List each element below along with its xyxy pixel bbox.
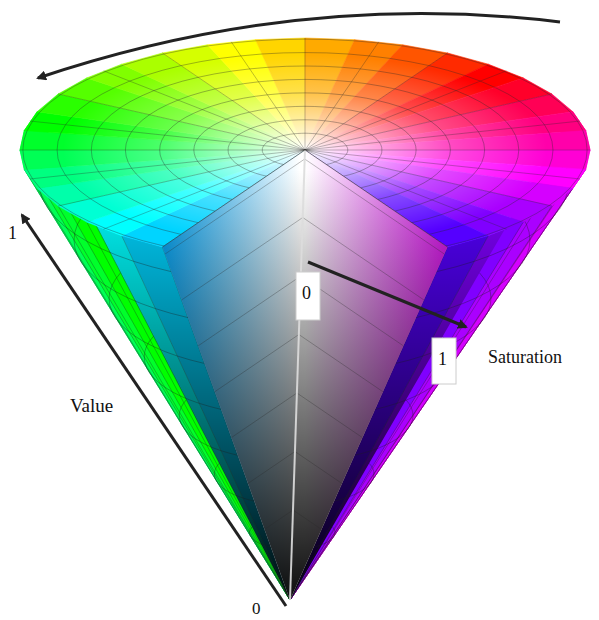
- grid-line: [165, 159, 305, 254]
- axis-title: Saturation: [488, 348, 562, 366]
- grid-line: [305, 38, 306, 150]
- grid-line: [305, 71, 507, 150]
- grid-line: [248, 452, 295, 484]
- value-arrow: [22, 215, 286, 606]
- grid-line: [231, 42, 305, 150]
- label-patch: [432, 338, 456, 384]
- cut-edge: [163, 150, 448, 247]
- grid-line: [305, 159, 445, 254]
- grid-line: [215, 335, 299, 392]
- saturation-min: 0: [302, 284, 311, 302]
- grid-line: [103, 71, 305, 150]
- grid-line: [293, 510, 322, 529]
- grid-line: [20, 150, 305, 151]
- cut-shade: [290, 150, 448, 600]
- grid-line: [30, 150, 305, 179]
- grid-line: [305, 53, 448, 150]
- cut-face: [290, 150, 448, 600]
- cut-face: [163, 150, 306, 600]
- grid-line: [305, 150, 590, 151]
- grid-line: [305, 94, 552, 150]
- grid-line: [305, 42, 379, 150]
- grid-line: [295, 452, 342, 484]
- grid-line: [163, 53, 306, 150]
- grid-line: [231, 393, 297, 438]
- cut-shade: [163, 150, 306, 600]
- grid-line: [299, 335, 383, 392]
- saturation-arrow: [308, 262, 466, 327]
- axis-title: Value: [70, 396, 113, 415]
- grid-line: [305, 150, 580, 179]
- grid-line: [198, 276, 301, 346]
- value-axis: [290, 150, 305, 600]
- label-patch: [296, 272, 320, 320]
- saturation-max: 1: [438, 350, 447, 368]
- grid-line: [305, 121, 580, 150]
- value-max: 1: [8, 224, 17, 242]
- grid-line: [30, 121, 305, 150]
- grid-line: [303, 218, 424, 300]
- grid-line: [297, 393, 363, 438]
- grid-line: [58, 94, 305, 150]
- grid-line: [265, 510, 294, 529]
- value-min: 0: [252, 600, 261, 617]
- cone-body: [20, 38, 590, 600]
- hue-arrow: [38, 13, 560, 78]
